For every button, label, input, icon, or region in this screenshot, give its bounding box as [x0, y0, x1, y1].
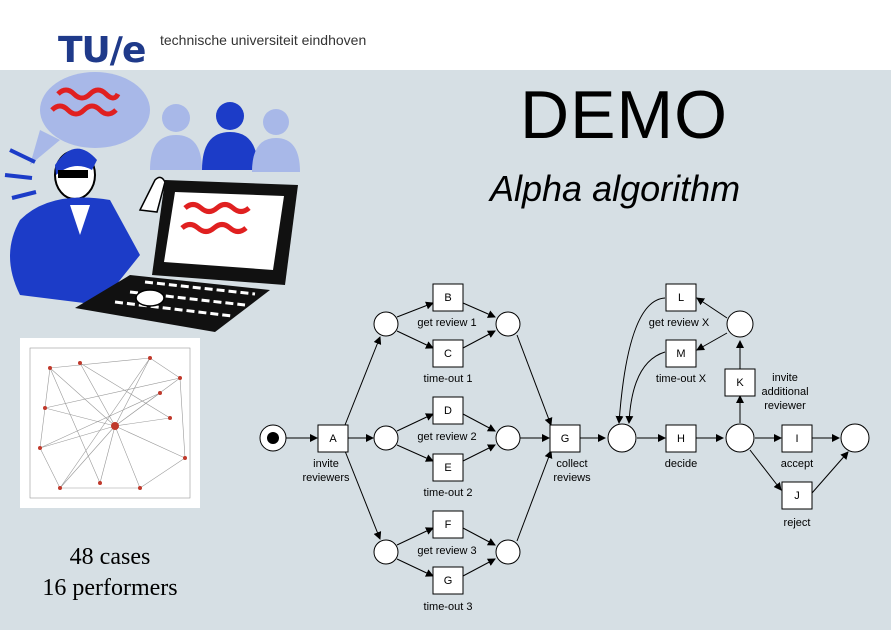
transition-E-label: E [444, 462, 451, 474]
cases-count: 48 cases [69, 544, 151, 570]
transition-G2-label: G [561, 433, 570, 445]
transition-H-label: H [677, 433, 685, 445]
transition-I-label: I [795, 433, 798, 445]
stats-text: 48 cases 16 performers [10, 542, 210, 604]
caption-L: get review X [649, 317, 710, 329]
tue-logo: TU/e [58, 30, 146, 71]
caption-line: time-out X [656, 373, 707, 385]
header-bar [0, 0, 891, 70]
caption-line: get review 3 [417, 545, 476, 557]
transition-J-label: J [794, 490, 800, 502]
caption-G1: time-out 3 [424, 601, 473, 613]
caption-line: reviewer [764, 400, 806, 412]
transition-M-label: M [676, 348, 685, 360]
caption-F: get review 3 [417, 545, 476, 557]
transition-A-label: A [329, 433, 337, 445]
caption-line: time-out 3 [424, 601, 473, 613]
caption-line: time-out 1 [424, 373, 473, 385]
petri-net-diagram: A B C D E F G G H I J K L M invite review… [259, 283, 870, 613]
caption-line: get review X [649, 317, 710, 329]
caption-line: decide [665, 458, 697, 470]
caption-line: reviews [553, 472, 591, 484]
caption-line: get review 1 [417, 317, 476, 329]
clipart-illustration [4, 72, 300, 332]
caption-B: get review 1 [417, 317, 476, 329]
caption-G2: collect reviews [553, 458, 591, 484]
arcs [286, 297, 849, 577]
caption-E: time-out 2 [424, 487, 473, 499]
caption-D: get review 2 [417, 431, 476, 443]
caption-line: get review 2 [417, 431, 476, 443]
transition-D-label: D [444, 405, 452, 417]
slide-title: DEMO [520, 77, 728, 153]
transitions [317, 283, 813, 595]
caption-M: time-out X [656, 373, 707, 385]
slide-subtitle: Alpha algorithm [490, 168, 741, 209]
places [259, 310, 870, 565]
caption-line: collect [556, 458, 587, 470]
transition-L-label: L [678, 292, 684, 304]
caption-H: decide [665, 458, 697, 470]
caption-J: reject [784, 517, 811, 529]
transition-K-label: K [736, 377, 744, 389]
caption-line: invite [772, 372, 798, 384]
transition-B-label: B [444, 292, 451, 304]
transition-C-label: C [444, 348, 452, 360]
transition-F-label: F [445, 519, 452, 531]
caption-line: reject [784, 517, 811, 529]
caption-K: invite additional reviewer [761, 372, 808, 412]
university-name: technische universiteit eindhoven [160, 32, 367, 48]
start-token [267, 432, 279, 444]
mined-process-thumbnail [20, 338, 200, 508]
transition-G1-label: G [444, 575, 453, 587]
caption-A: invite reviewers [302, 458, 350, 484]
caption-I: accept [781, 458, 813, 470]
caption-line: accept [781, 458, 813, 470]
caption-line: reviewers [302, 472, 350, 484]
caption-C: time-out 1 [424, 373, 473, 385]
caption-line: additional [761, 386, 808, 398]
caption-line: invite [313, 458, 339, 470]
caption-line: time-out 2 [424, 487, 473, 499]
performers-count: 16 performers [42, 575, 178, 601]
